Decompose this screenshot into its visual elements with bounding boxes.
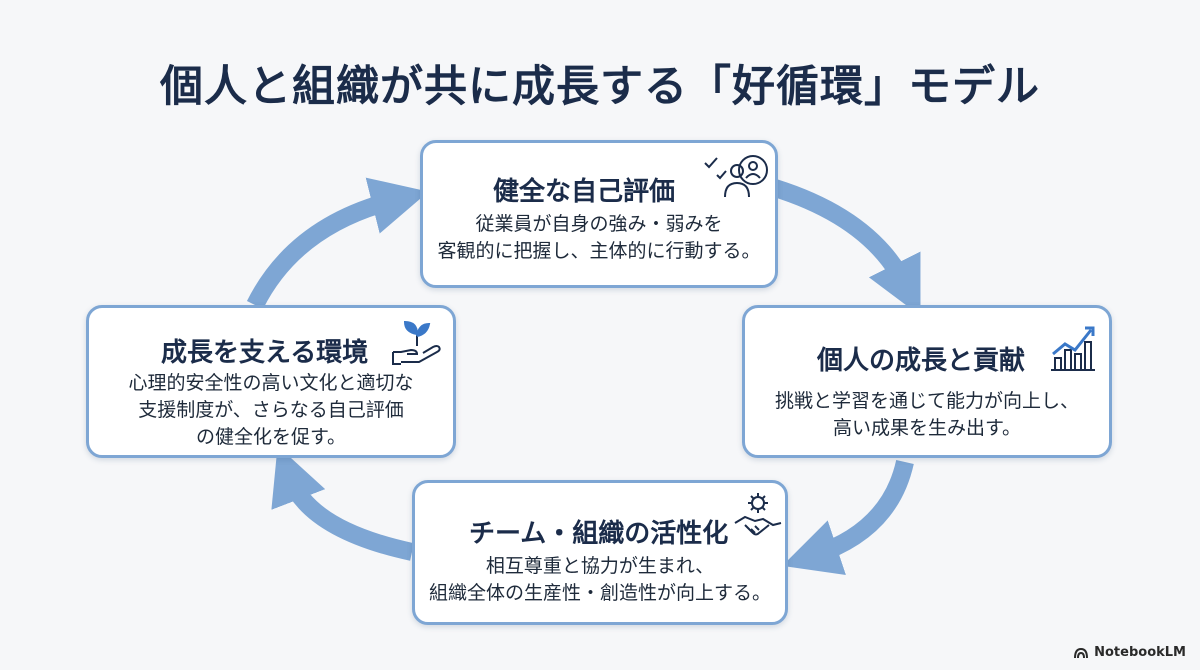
card-heading: チーム・組織の活性化: [469, 519, 729, 549]
card-body-line: 従業員が自身の強み・弱みを: [475, 213, 723, 235]
card-body-line: 相互尊重と協力が生まれ、: [485, 555, 715, 577]
card-team-activation: チーム・組織の活性化 相互尊重と協力が生まれ、 組織全体の生産性・創造性が向上す…: [412, 480, 788, 625]
card-body-line: 挑戦と学習を通じて能力が向上し、: [774, 390, 1079, 412]
card-body-line: 客観的に把握し、主体的に行動する。: [437, 240, 761, 262]
card-supportive-environment: 成長を支える環境 心理的安全性の高い文化と適切な 支援制度が、さらなる自己評価 …: [86, 305, 456, 458]
card-self-assessment: 健全な自己評価 従業員が自身の強み・弱みを 客観的に把握し、主体的に行動する。: [420, 140, 778, 288]
card-body-line: 高い成果を生み出す。: [832, 417, 1022, 439]
arrow-right-to-bottom: [782, 459, 914, 576]
notebooklm-logo: NotebookLM: [1073, 645, 1186, 660]
handshake-gear-icon: [733, 491, 783, 547]
logo-text: NotebookLM: [1094, 645, 1186, 660]
card-body-line: 組織全体の生産性・創造性が向上する。: [428, 582, 771, 604]
card-body-line: 心理的安全性の高い文化と適切な: [128, 372, 414, 394]
card-heading: 健全な自己評価: [493, 177, 676, 207]
card-body-line: の健全化を促す。: [195, 426, 347, 448]
card-growth-contribution: 個人の成長と貢献 挑戦と学習を通じて能力が向上し、 高い成果を生み出す。: [742, 305, 1112, 458]
sprout-hand-icon: [389, 318, 445, 372]
notebooklm-logo-icon: [1074, 647, 1089, 658]
growth-chart-icon: [1047, 324, 1099, 378]
arrow-left-to-top: [246, 177, 429, 310]
card-body-line: 支援制度が、さらなる自己評価: [138, 399, 404, 421]
arrow-bottom-to-left: [271, 445, 414, 561]
card-heading: 個人の成長と貢献: [817, 346, 1026, 376]
self-assessment-person-icon: [703, 153, 769, 209]
arrow-top-to-right: [762, 176, 921, 316]
card-heading: 成長を支える環境: [161, 338, 369, 368]
page-title: 個人と組織が共に成長する「好循環」モデル: [160, 62, 1040, 112]
